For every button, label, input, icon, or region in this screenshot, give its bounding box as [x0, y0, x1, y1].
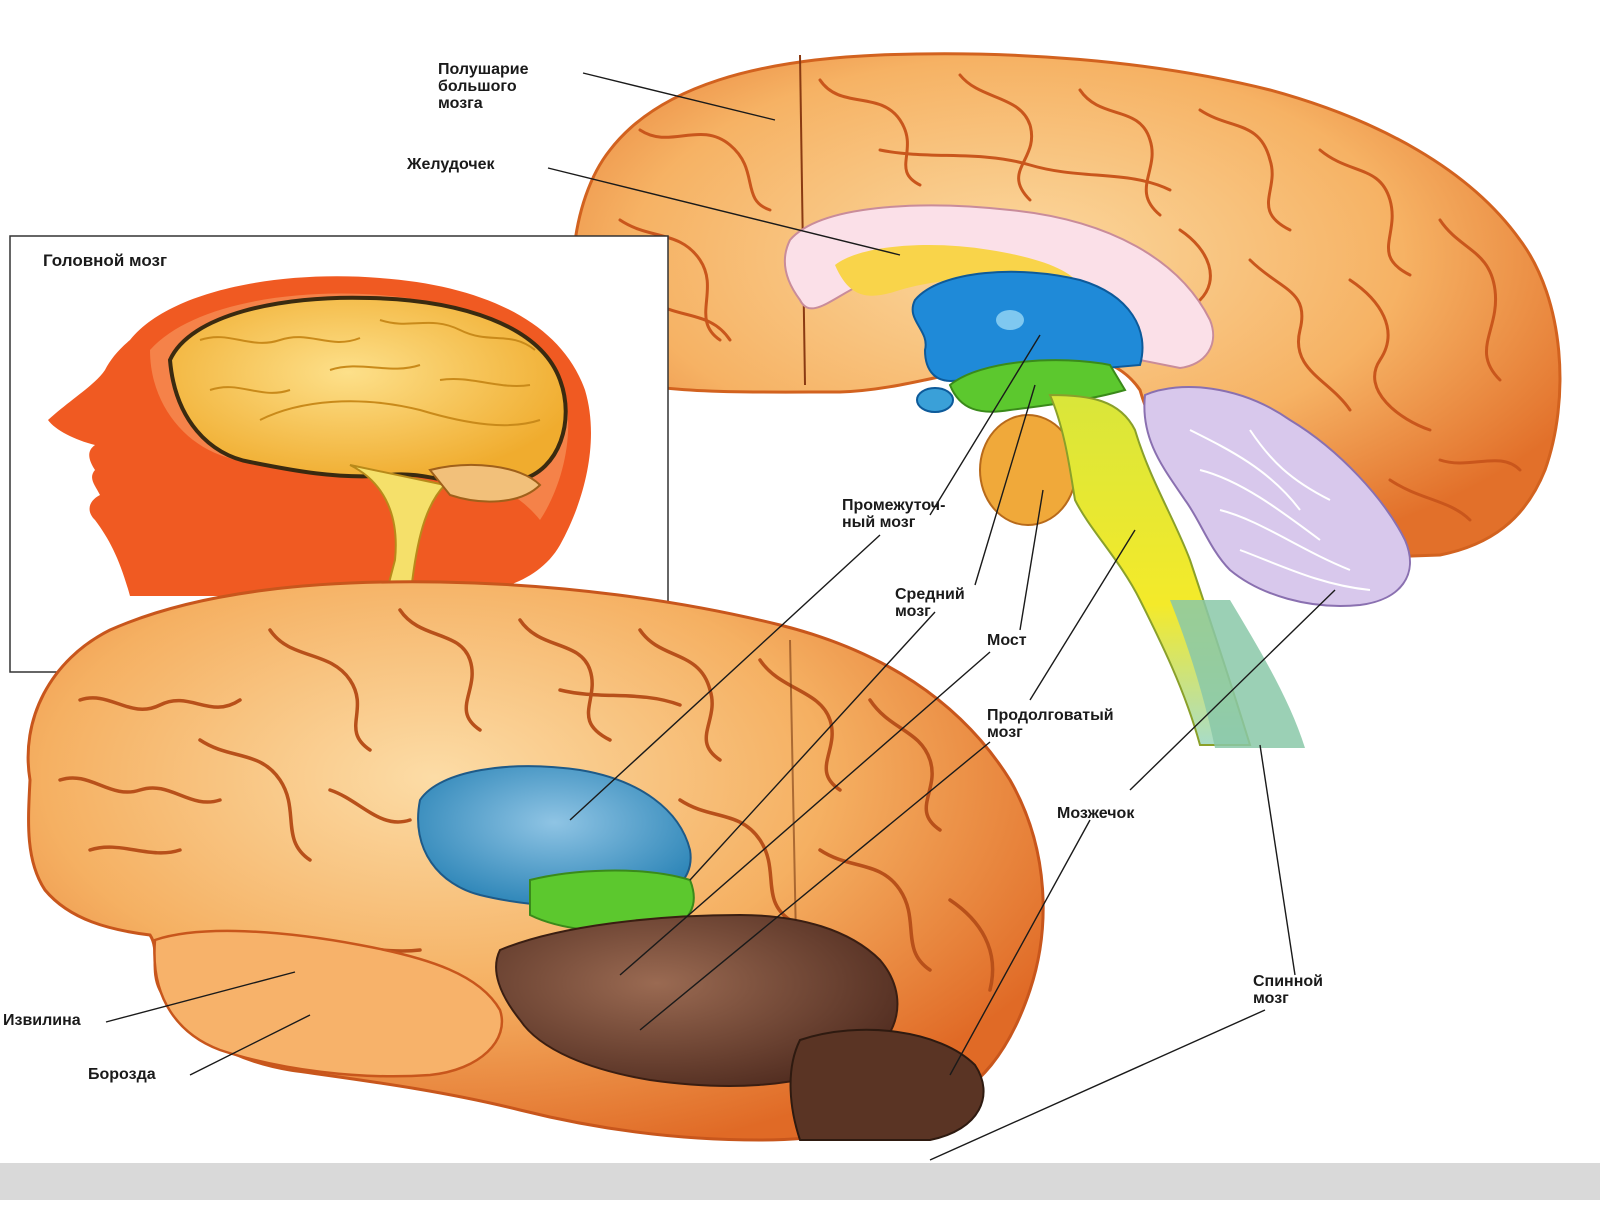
leader-cerebellum-sagittal: [1129, 589, 1336, 791]
cerebellum-region: [1143, 386, 1411, 607]
label-medulla: Продолговатый мозг: [987, 707, 1114, 741]
leader-lines: [105, 72, 1336, 1161]
label-diencephalon: Промежуточ- ный мозг: [842, 497, 946, 531]
leader-cerebellum-lateral: [949, 819, 1091, 1076]
leader-pons-sagittal: [1019, 489, 1044, 631]
leader-medulla-lateral: [639, 741, 991, 1031]
leader-medulla-sagittal: [1029, 529, 1136, 701]
leader-sulcus: [189, 1014, 311, 1076]
leader-midbrain-lateral: [689, 611, 936, 881]
leader-spinal-sagittal: [1259, 744, 1296, 976]
label-gyrus: Извилина: [3, 1012, 81, 1029]
sagittal-brain: [571, 52, 1562, 748]
label-cerebellum: Мозжечок: [1057, 805, 1135, 822]
label-sulcus: Борозда: [88, 1066, 156, 1083]
bottom-bar: [0, 1163, 1600, 1200]
label-pons: Мост: [987, 632, 1027, 649]
pituitary: [916, 387, 954, 413]
inset-cerebellum: [428, 464, 542, 503]
lateral-brain: [26, 580, 1045, 1142]
leader-pons-lateral: [619, 651, 991, 976]
leader-diencephalon-sagittal: [929, 334, 1041, 516]
inset-gyri: [199, 319, 541, 427]
lateral-cerebellum: [789, 1028, 985, 1141]
leader-diencephalon-lateral: [569, 534, 881, 821]
inset-box: [9, 235, 669, 673]
label-ventricle: Желудочек: [407, 156, 495, 173]
temporal-lobe: [153, 929, 504, 1078]
leader-hemisphere: [582, 72, 776, 121]
label-hemisphere: Полушарие большого мозга: [438, 61, 529, 112]
leader-spinal-lateral: [929, 1009, 1266, 1161]
cerebellum-arbor: [1189, 429, 1371, 591]
spinal-cord: [1170, 600, 1305, 748]
label-midbrain: Средний мозг: [895, 586, 965, 620]
leader-midbrain-sagittal: [974, 384, 1036, 586]
leader-ventricle: [547, 167, 901, 256]
leader-gyrus: [105, 971, 296, 1023]
ventricle-inner: [835, 245, 1080, 296]
sagittal-midline: [799, 54, 806, 386]
inset-brain: [167, 295, 568, 487]
inset-title: Головной мозг: [43, 251, 168, 270]
label-spinal-cord: Спинной мозг: [1253, 973, 1323, 1007]
